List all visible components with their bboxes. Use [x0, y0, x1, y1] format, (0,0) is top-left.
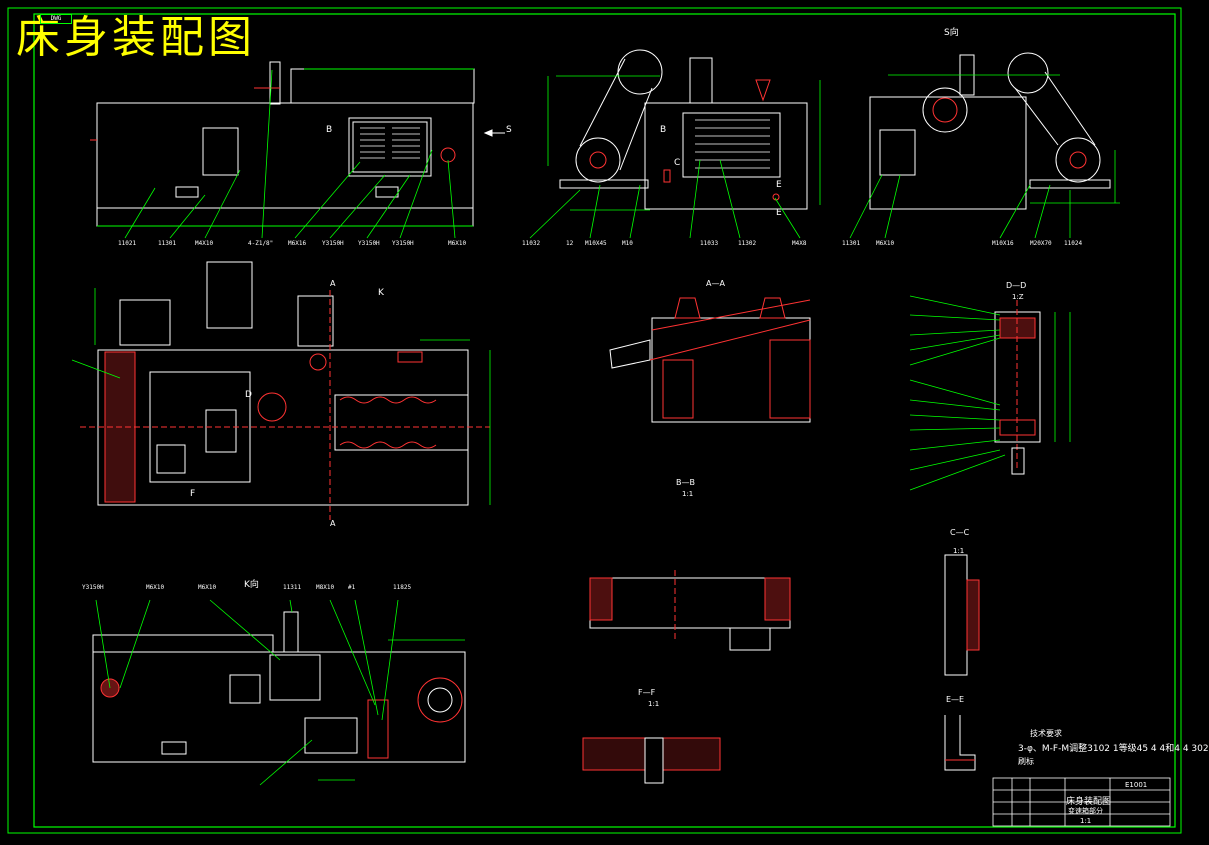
callout-k-4: 11311: [283, 584, 302, 591]
drawing-sheet: 床身装配图 DWG S向 K向 A—A B—B 1:1 C—C 1:1 D—D …: [7, 7, 1209, 834]
callout-front-6: Y3150H: [322, 240, 344, 247]
title-block: [992, 777, 1171, 827]
callout-front-2: 11301: [158, 240, 177, 247]
title-block-scale: 1:1: [1080, 817, 1092, 825]
mark-e-top: E: [776, 180, 782, 190]
title-block-drawing-no: E1001: [1125, 781, 1148, 789]
callout-k-5: M8X10: [316, 584, 335, 591]
callout-right-5: 11024: [1064, 240, 1083, 247]
callout-front-8: Y3150H: [392, 240, 414, 247]
tech-req-line1: 3-φ、M-F-M调整3102 1等级45 4 4和4 4 302: [1018, 744, 1209, 754]
mark-d: D: [245, 390, 252, 400]
callout-s-3: M10X45: [585, 240, 607, 247]
s-view-dimensions: [529, 75, 821, 239]
mark-c: C: [674, 158, 681, 168]
title-block-sub: 变速箱部分: [1068, 807, 1103, 815]
callout-front-4: 4-Z1/8": [248, 240, 274, 247]
section-bb-scale: 1:1: [682, 490, 694, 498]
s-view-label: S向: [944, 28, 959, 38]
title-block-name: 床身装配图: [1066, 797, 1112, 807]
mark-f: F: [190, 489, 196, 499]
section-ff: [582, 737, 721, 784]
cad-drawing-canvas: [7, 7, 1182, 834]
section-ee: [944, 715, 976, 771]
section-dd: [994, 300, 1041, 475]
k-view: [92, 611, 466, 763]
section-dd-leaders: [909, 295, 1071, 491]
mark-b-front: B: [326, 125, 333, 135]
inner-border: [33, 13, 1176, 828]
drawing-title: 床身装配图: [16, 12, 256, 63]
section-cc-scale: 1:1: [953, 547, 965, 555]
front-view: [90, 61, 505, 227]
arrow-a-bottom: A: [330, 519, 336, 528]
callout-k-1: Y3150H: [82, 584, 104, 591]
arrow-a-top: A: [330, 279, 336, 288]
section-dd-scale: 1:Z: [1012, 293, 1024, 301]
tech-req-heading: 技术要求: [1030, 729, 1062, 738]
callout-right-4: M20X70: [1030, 240, 1052, 247]
callout-front-1: 11021: [118, 240, 137, 247]
front-view-leaders: [124, 69, 456, 239]
callout-k-2: M6X10: [146, 584, 165, 591]
s-view: [559, 49, 808, 210]
callout-right-1: 11301: [842, 240, 861, 247]
mark-b-s-view: B: [660, 125, 667, 135]
callout-right-3: M10X16: [992, 240, 1014, 247]
callout-front-5: M6X16: [288, 240, 307, 247]
mark-e-bottom: E: [776, 208, 782, 218]
callout-k-7: 11825: [393, 584, 412, 591]
arrow-s-marker: S: [506, 125, 512, 135]
callout-front-9: M6X10: [448, 240, 467, 247]
callout-front-7: Y3150H: [358, 240, 380, 247]
callout-s-5: 11033: [700, 240, 719, 247]
section-dd-label: D—D: [1006, 281, 1027, 290]
callout-s-6: 11302: [738, 240, 757, 247]
tech-req-line2: 刷标: [1018, 757, 1034, 766]
k-view-leaders: [95, 599, 465, 786]
section-ff-scale: 1:1: [648, 700, 660, 708]
callout-right-2: M6X10: [876, 240, 895, 247]
callout-k-3: M6X10: [198, 584, 217, 591]
section-bb: [589, 570, 791, 651]
right-view-dimensions: [849, 74, 1120, 239]
section-cc: [944, 554, 980, 676]
outer-border: [7, 7, 1182, 834]
section-aa-label: A—A: [706, 279, 725, 288]
callout-k-6: #1: [348, 584, 356, 591]
section-ee-label: E—E: [946, 695, 965, 704]
section-aa: [609, 297, 811, 423]
callout-s-4: M10: [622, 240, 633, 247]
callout-s-1: 11032: [522, 240, 541, 247]
section-ff-label: F—F: [638, 688, 656, 697]
section-cc-label: C—C: [950, 528, 970, 537]
drawing-tag: DWG: [40, 14, 72, 24]
right-view: [869, 52, 1111, 210]
top-view: [80, 261, 490, 520]
top-view-dimensions: [71, 288, 491, 505]
callout-front-3: M4X10: [195, 240, 214, 247]
callout-s-2: 12: [566, 240, 574, 247]
section-bb-label: B—B: [676, 478, 695, 487]
k-view-label: K向: [244, 580, 259, 590]
arrow-k-marker: K: [378, 288, 384, 298]
callout-s-7: M4X8: [792, 240, 807, 247]
